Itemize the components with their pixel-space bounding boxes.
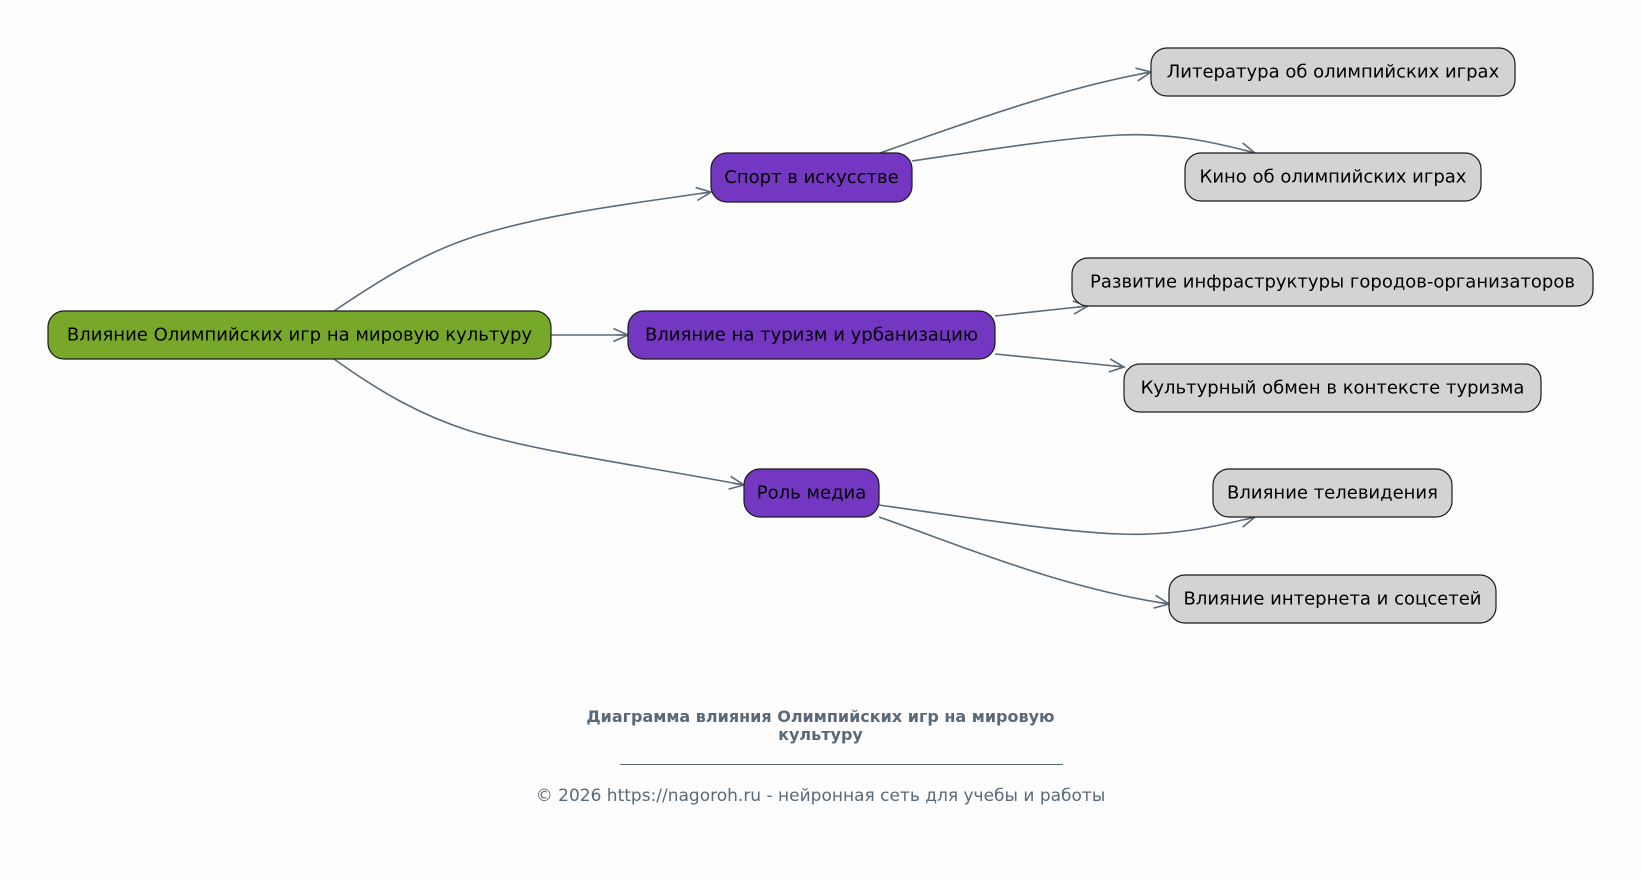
edge-root-to-sport-art-arrowhead <box>695 186 713 202</box>
leaf-node-1-2: Кино об олимпийских играх <box>1184 152 1482 202</box>
branch-node-1-box <box>710 152 913 203</box>
leaf-node-2-2-box <box>1123 363 1542 413</box>
nodes-layer: Влияние Олимпийских игр на мировую культ… <box>47 47 1594 624</box>
branch-node-2-label: Влияние на туризм и урбанизацию <box>645 325 978 346</box>
root-node-box <box>47 310 552 360</box>
leaf-node-1-1: Литература об олимпийских играх <box>1150 47 1516 97</box>
leaf-node-3-2: Влияние интернета и соцсетей <box>1168 574 1497 624</box>
title-divider <box>620 764 1063 765</box>
branch-node-1: Спорт в искусстве <box>710 152 913 203</box>
leaf-node-3-1-box <box>1212 468 1453 518</box>
branch-node-3: Роль медиа <box>743 468 880 518</box>
leaf-node-3-2-box <box>1168 574 1497 624</box>
edge-tourism-to-cultural-exchange <box>994 353 1125 368</box>
edge-root-to-sport-art <box>333 191 712 312</box>
branch-node-1-label: Спорт в искусстве <box>724 167 898 188</box>
edge-tourism-to-infrastructure <box>994 305 1089 317</box>
leaf-node-3-1: Влияние телевидения <box>1212 468 1453 518</box>
leaf-node-1-1-label: Литература об олимпийских играх <box>1167 62 1500 83</box>
leaf-node-2-2-label: Культурный обмен в контексте туризма <box>1141 378 1525 399</box>
branch-node-2-box <box>627 310 996 360</box>
edge-root-to-media <box>333 358 745 486</box>
leaf-node-2-2: Культурный обмен в контексте туризма <box>1123 363 1542 413</box>
edge-tourism-to-cultural-exchange-arrowhead <box>1108 358 1126 373</box>
diagram-title: Диаграмма влияния Олимпийских игр на мир… <box>0 708 1641 744</box>
leaf-node-2-1: Развитие инфраструктуры городов-организа… <box>1071 257 1594 307</box>
root-node: Влияние Олимпийских игр на мировую культ… <box>47 310 552 360</box>
leaf-node-2-1-label: Развитие инфраструктуры городов-организа… <box>1090 272 1575 293</box>
edge-sport-art-to-literature <box>879 71 1152 154</box>
leaf-node-2-1-box <box>1071 257 1594 307</box>
edge-media-to-television <box>878 504 1256 536</box>
leaf-node-3-1-label: Влияние телевидения <box>1227 483 1438 504</box>
leaf-node-1-2-box <box>1184 152 1482 202</box>
leaf-node-1-2-label: Кино об олимпийских играх <box>1200 167 1467 188</box>
leaf-node-1-1-box <box>1150 47 1516 97</box>
edge-sport-art-to-cinema <box>911 133 1256 162</box>
edge-media-to-internet <box>878 516 1170 605</box>
diagram-title-line2: культуру <box>778 725 863 744</box>
diagram-title-line1: Диаграмма влияния Олимпийских игр на мир… <box>586 707 1055 726</box>
branch-node-3-box <box>743 468 880 518</box>
leaf-node-3-2-label: Влияние интернета и соцсетей <box>1184 589 1482 610</box>
branch-node-3-label: Роль медиа <box>757 483 867 504</box>
branch-node-2: Влияние на туризм и урбанизацию <box>627 310 996 360</box>
copyright-text: © 2026 https://nagoroh.ru - нейронная се… <box>535 786 1106 806</box>
root-node-label: Влияние Олимпийских игр на мировую культ… <box>67 325 532 346</box>
